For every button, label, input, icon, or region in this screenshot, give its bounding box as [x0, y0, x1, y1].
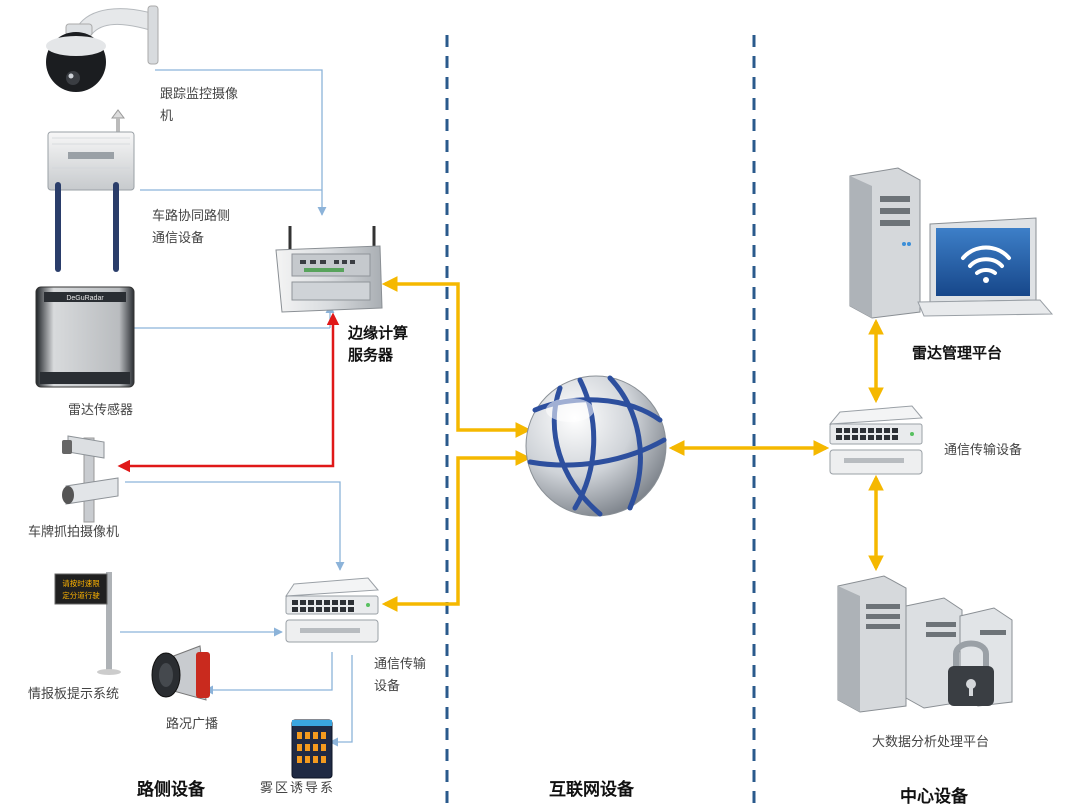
label-comm-switch-roadside: 通信传输设备	[374, 657, 427, 694]
label-edge-server: 边缘计算服务器	[348, 324, 409, 364]
radar-sensor-icon: DeGuRadar	[35, 286, 135, 388]
info-board-screen-line2: 定分道行驶	[62, 590, 100, 600]
info-board-icon: 请按时速限 定分道行驶	[54, 572, 121, 675]
ptz-dome-camera-icon	[46, 5, 159, 92]
zone-label-roadside: 路侧设备	[137, 780, 205, 800]
zone-label-internet: 互联网设备	[549, 780, 634, 800]
label-v2x-rsu: 车路协同路侧通信设备	[152, 209, 231, 246]
label-plate-camera: 车牌抓拍摄像机	[28, 525, 120, 540]
label-ptz-camera: 跟踪监控摄像机	[160, 87, 239, 124]
alert-link	[117, 312, 340, 473]
label-comm-switch-center: 通信传输设备	[944, 443, 1023, 458]
label-radar-sensor: 雷达传感器	[68, 403, 134, 418]
label-road-broadcast: 路况广播	[166, 717, 219, 732]
network-switch-icon-center	[828, 405, 924, 475]
label-bigdata-platform: 大数据分析处理平台	[872, 735, 990, 750]
tower-server-icon	[849, 167, 921, 319]
label-radar-platform: 雷达管理平台	[912, 344, 1003, 362]
label-info-board: 情报板提示系统	[28, 687, 120, 702]
network-switch-icon-roadside	[285, 577, 380, 643]
speaker-icon	[151, 645, 210, 701]
plate-camera-icon	[62, 435, 119, 523]
label-fog-guide: 雾区诱导系	[260, 781, 336, 796]
laptop-wifi-icon	[917, 217, 1054, 317]
backbone-links	[381, 276, 884, 612]
fog-guide-icon	[291, 719, 333, 779]
radar-brand-text: DeGuRadar	[66, 295, 104, 302]
server-cluster-lock-icon	[837, 575, 1013, 713]
edge-server-icon	[275, 226, 383, 313]
rsu-antenna-icon	[47, 109, 135, 272]
globe-network-icon	[525, 375, 667, 517]
zone-label-center: 中心设备	[900, 787, 968, 807]
info-board-screen-line1: 请按时速限	[62, 578, 100, 588]
